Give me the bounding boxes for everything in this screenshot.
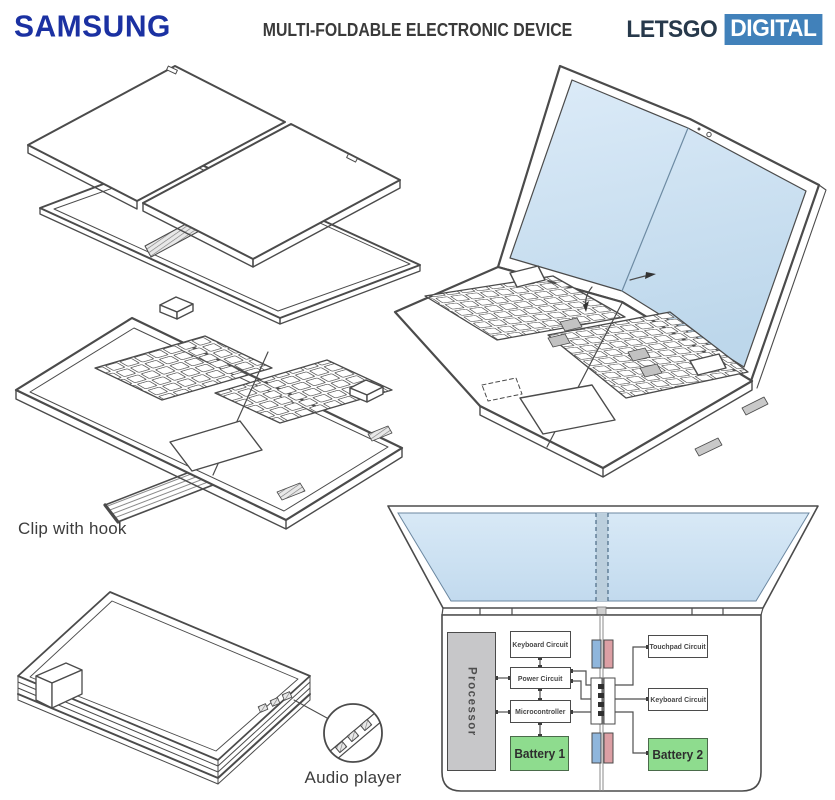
corner-clip bbox=[35, 662, 83, 709]
touchpad bbox=[519, 384, 616, 435]
block-keyboard-circuit-left: Keyboard Circuit bbox=[510, 631, 571, 658]
figure-keyboard-base bbox=[14, 316, 404, 530]
folded-top-face bbox=[17, 591, 311, 761]
figure-folded-device bbox=[17, 591, 383, 785]
fold-connectors bbox=[590, 639, 616, 764]
keyboard-right-half bbox=[214, 359, 393, 424]
keyboard-left-half bbox=[94, 335, 273, 401]
figure-schematic: Processor Keyboard Circuit Power Circuit… bbox=[385, 500, 835, 800]
speaker-grill bbox=[257, 691, 293, 713]
block-processor: Processor bbox=[447, 632, 496, 771]
connector-red bbox=[603, 639, 614, 669]
block-power-circuit: Power Circuit bbox=[510, 667, 571, 689]
camera-dot bbox=[697, 127, 701, 131]
camera-lens bbox=[706, 131, 712, 138]
laptop-lid bbox=[496, 64, 827, 389]
block-microcontroller: Microcontroller bbox=[510, 700, 571, 723]
connector-blue bbox=[591, 639, 602, 669]
connector-pins bbox=[598, 684, 604, 716]
laptop-base bbox=[393, 265, 769, 478]
connector-blue bbox=[591, 732, 602, 764]
caption-clip-with-hook: Clip with hook bbox=[18, 519, 127, 538]
block-touchpad-circuit: Touchpad Circuit bbox=[648, 635, 708, 658]
cover-notch bbox=[166, 65, 178, 75]
hidden-module-outline bbox=[481, 377, 523, 402]
figure-exploded-view bbox=[27, 65, 421, 325]
connector-bridge-left bbox=[590, 677, 603, 725]
block-keyboard-circuit-right: Keyboard Circuit bbox=[648, 688, 708, 711]
screen-fold-line bbox=[621, 127, 689, 292]
hinge-right bbox=[689, 353, 727, 376]
clip-block bbox=[349, 379, 384, 403]
letsgodigital-logo: LETSGO DIGITAL bbox=[624, 14, 825, 45]
side-port bbox=[694, 437, 723, 457]
figure-open-laptop bbox=[393, 64, 827, 478]
magnifier-detail bbox=[324, 706, 382, 762]
letsgodigital-logo-digital: DIGITAL bbox=[724, 14, 823, 45]
side-port bbox=[276, 482, 306, 501]
block-battery-2: Battery 2 bbox=[648, 738, 708, 771]
page-title: MULTI-FOLDABLE ELECTRONIC DEVICE bbox=[262, 20, 573, 40]
touchpad bbox=[169, 420, 263, 472]
samsung-logo: SAMSUNG bbox=[14, 10, 171, 44]
cover-notch bbox=[346, 153, 358, 163]
cover-plate-right bbox=[142, 123, 401, 268]
side-port bbox=[741, 396, 769, 416]
connector-bridge-right bbox=[603, 677, 616, 725]
hinge-left bbox=[509, 265, 546, 288]
connector-red bbox=[603, 732, 614, 764]
block-battery-1: Battery 1 bbox=[510, 736, 569, 771]
screen-fold-strip bbox=[596, 513, 608, 601]
cover-plate-left bbox=[27, 65, 286, 210]
caption-audio-player: Audio player bbox=[304, 768, 402, 787]
side-port bbox=[367, 425, 393, 442]
clip-block bbox=[159, 296, 194, 320]
letsgodigital-logo-letsgo: LETSGO bbox=[626, 15, 717, 43]
